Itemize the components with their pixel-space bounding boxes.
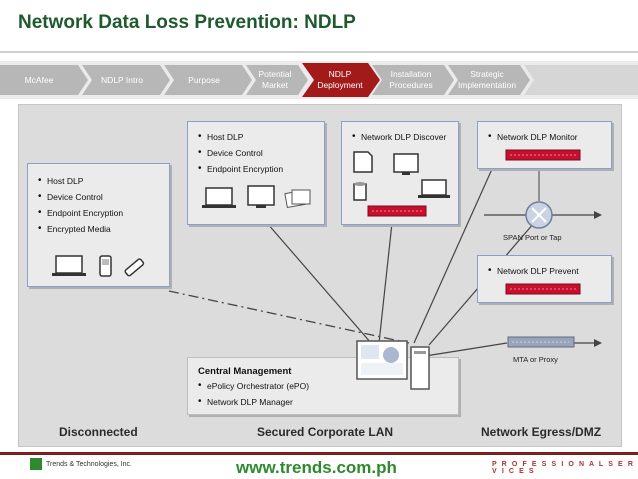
phone-icon [99,255,112,277]
disconnected-endpoints-box: Host DLP Device Control Endpoint Encrypt… [27,163,170,287]
disconnected-item-host-dlp: Host DLP [38,175,123,186]
central-management-title: Central Management [198,366,292,377]
central-item-epo: ePolicy Orchestrator (ePO) [198,380,309,391]
footer-url[interactable]: www.trends.com.ph [236,458,397,477]
zone-network-egress: Network Egress/DMZ [481,425,602,439]
monitor-icon [393,153,419,175]
lan-devices [202,185,311,209]
files-icon [284,189,311,209]
laptop-icon [202,187,236,208]
link-monitor-box [413,148,502,344]
laptop-icon [418,179,450,198]
mta-arrowhead [594,339,602,347]
disconnected-devices [52,255,145,277]
tab-shape-potential-market [246,65,308,95]
appliance-icon [505,283,581,295]
tab-purpose[interactable]: Purpose [188,74,220,85]
link-discover-box [378,222,393,344]
discover-title: Network DLP Discover [352,131,446,142]
tab-shape-ndlp-intro [82,65,170,95]
prevent-box: Network DLP Prevent [477,255,612,303]
disconnected-item-device-control: Device Control [38,191,123,202]
laptop-icon [52,255,86,276]
management-console-icon [356,340,430,390]
tab-shape-purpose [164,65,252,95]
tab-shape-installation [372,65,454,95]
mta-appliance-icon [507,336,575,348]
lan-item-device-control: Device Control [198,147,283,158]
monitor-appliance [505,149,581,161]
prevent-appliance [505,283,581,295]
router-icon [525,201,553,229]
footer-logo: Trends & Technologies, Inc. [30,458,132,470]
tab-installation-procedures[interactable]: Installation Procedures [389,69,433,90]
footer-divider [0,452,638,455]
tab-shape-strategic [448,65,530,95]
link-mta [418,342,508,358]
page-title: Network Data Loss Prevention: NDLP [18,12,356,33]
central-item-ndlp-manager: Network DLP Manager [198,396,309,407]
tab-mcafee[interactable]: McAfee [24,74,54,85]
usb-drive-icon [124,258,145,277]
diagram-panel: Host DLP Device Control Endpoint Encrypt… [18,104,622,447]
lan-item-endpoint-encryption: Endpoint Encryption [198,163,283,174]
file-icon [353,151,373,173]
tab-ndlp-intro[interactable]: NDLP Intro [101,74,143,85]
discover-box: Network DLP Discover [341,121,459,225]
disconnected-item-endpoint-encryption: Endpoint Encryption [38,207,123,218]
desktop-monitor-icon [247,185,275,208]
tab-potential-market[interactable]: Potential Market [258,69,292,90]
tab-strategic-implementation[interactable]: Strategic Implementation [457,69,517,90]
tab-shape-mcafee [0,65,88,95]
title-divider [0,51,638,53]
tab-shape-ndlp-deployment [302,63,380,97]
discover-devices [353,151,450,217]
tab-shape-trailing [524,65,638,95]
tab-ndlp-deployment[interactable]: NDLP Deployment [317,69,363,90]
monitor-title: Network DLP Monitor [488,131,578,142]
zone-disconnected: Disconnected [59,425,138,439]
router-arrowhead [594,211,602,219]
company-logo-icon [30,458,42,470]
appliance-icon [505,149,581,161]
lan-item-host-dlp: Host DLP [198,131,283,142]
span-port-label: SPAN Port or Tap [503,233,562,242]
lan-endpoints-box: Host DLP Device Control Endpoint Encrypt… [187,121,325,225]
prevent-title: Network DLP Prevent [488,265,579,276]
footer-tagline: P R O F E S S I O N A L S E R V I C E S [492,461,635,475]
footer-logo-text: Trends & Technologies, Inc. [46,460,132,468]
appliance-icon [367,205,427,217]
mta-proxy-label: MTA or Proxy [513,355,558,364]
database-icon [353,182,367,201]
zone-secured-lan: Secured Corporate LAN [257,425,394,439]
disconnected-item-encrypted-media: Encrypted Media [38,223,123,234]
vpn-dashed-link [168,290,410,344]
tab-bar: McAfee NDLP Intro Purpose Potential Mark… [0,61,638,99]
tab-bar-shapes [0,63,638,97]
monitor-box: Network DLP Monitor [477,121,612,169]
link-host-box [266,222,372,344]
